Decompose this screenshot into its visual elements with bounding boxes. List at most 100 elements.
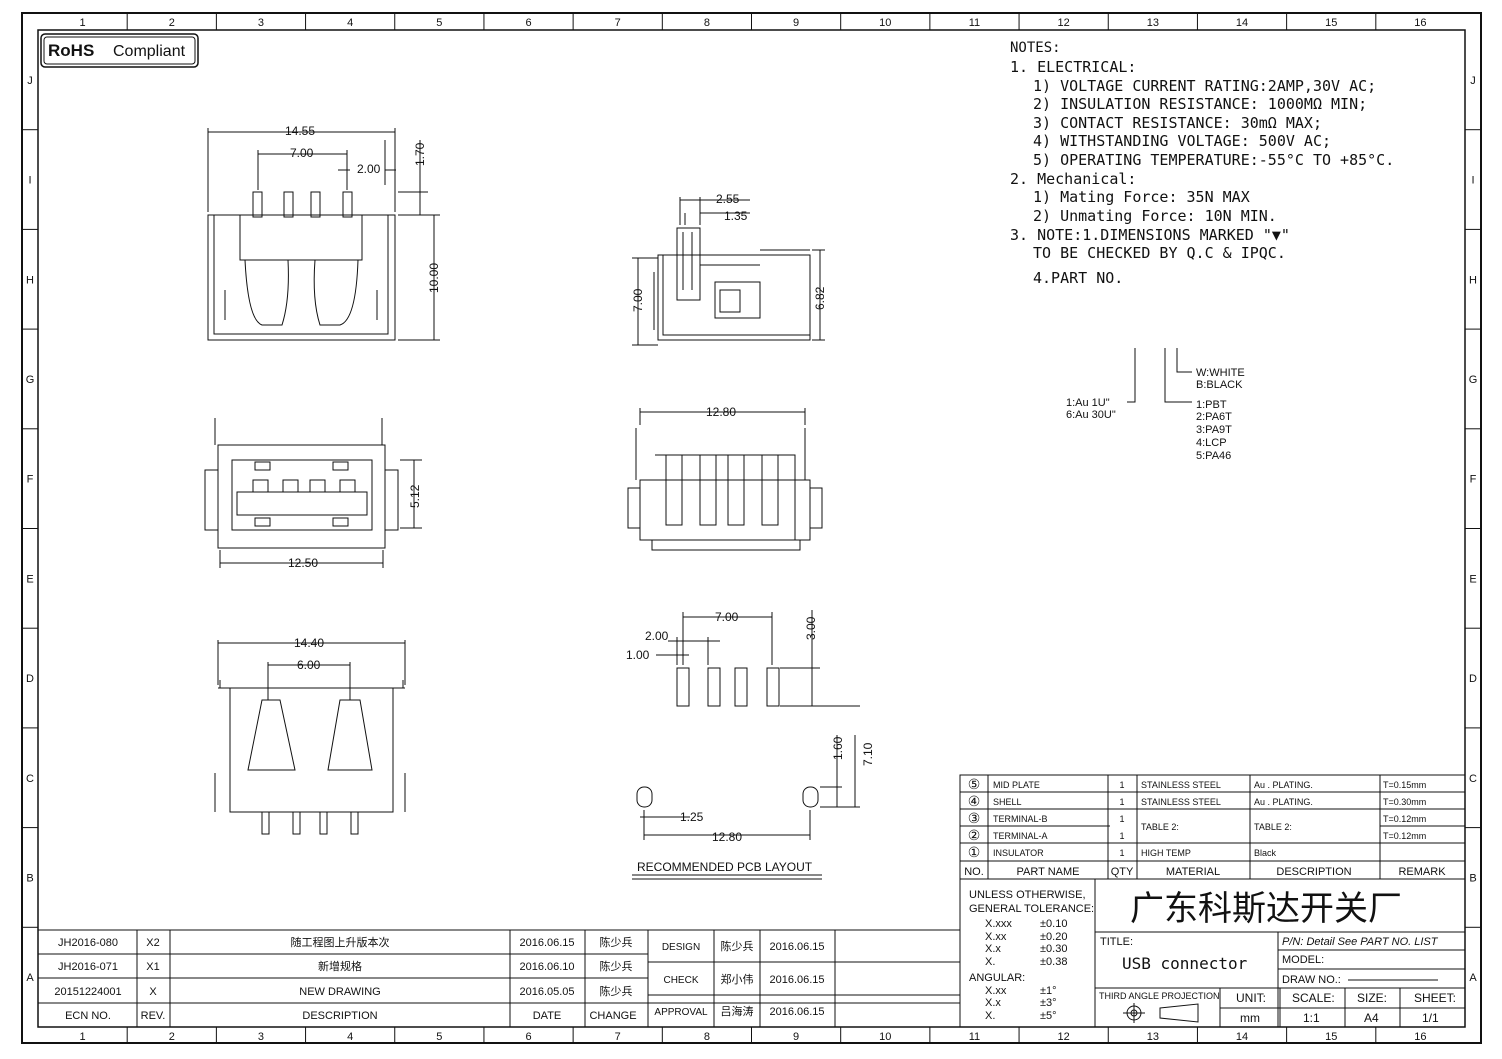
draw-no-label: DRAW NO.: [1282,974,1341,986]
frame-col-label: 11 [969,1031,980,1043]
material-option: 2:PA6T [1196,411,1232,423]
top-view: 14.55 7.00 2.00 1.70 10.00 [207,124,441,341]
frame-col-label: 2 [169,17,175,29]
dim-label: 12.80 [706,405,736,419]
frame-row-label: H [26,274,34,286]
frame-col-label: 4 [347,1031,353,1043]
part-number: P/N: Detail See PART NO. LIST [1282,936,1439,948]
rohs-bold: RoHS [48,41,94,60]
approval-date: 2016.06.15 [769,941,824,953]
approval-date: 2016.06.15 [769,974,824,986]
bom-remark: T=0.15mm [1383,780,1426,790]
dim-label: 6.00 [297,658,321,672]
frame-ticks [22,13,1481,1043]
frame-col-label: 16 [1414,1031,1426,1043]
dim-label: 1.35 [724,209,748,223]
material-option: 4:LCP [1196,437,1227,449]
model-label: MODEL: [1282,954,1324,966]
part-number-tree: 1:Au 1U" 6:Au 30U" W:WHITE B:BLACK 1:PBT… [1066,348,1245,462]
frame-col-label: 12 [1058,1031,1070,1043]
bom-qty: 1 [1119,797,1124,807]
tolerance-value: ±1° [1040,985,1057,997]
frame-col-label: 15 [1325,1031,1337,1043]
material-option: 5:PA46 [1196,450,1231,462]
bom-description: Au . PLATING. [1254,797,1313,807]
bom-part-name: MID PLATE [993,780,1040,790]
bom-header: REMARK [1398,866,1446,878]
bom-header: QTY [1111,866,1134,878]
revision-rev: X1 [146,961,159,973]
bom-remark: T=0.30mm [1383,797,1426,807]
front-view: 5.12 12.50 [204,418,422,570]
frame-col-label: 13 [1147,17,1159,29]
tolerance-key: X.x [985,997,1001,1009]
scale-label: SCALE: [1292,991,1335,1005]
tolerance-title: GENERAL TOLERANCE: [969,903,1094,915]
bom-part-name: SHELL [993,797,1022,807]
bom-no: ③ [968,810,981,826]
tolerance-value: ±0.20 [1040,931,1067,943]
dim-label: 1.25 [680,810,704,824]
approval-label: CHECK [663,975,698,986]
bom-header: DESCRIPTION [1276,866,1351,878]
tolerance-value: ±0.38 [1040,956,1067,968]
frame-col-label: 8 [704,1031,710,1043]
frame-col-label: 6 [525,17,531,29]
revision-date: 2016.06.15 [519,937,574,949]
company-name: 广东科斯达开关厂 [1130,889,1402,929]
bom-description: Black [1254,848,1277,858]
tolerance-value: ±5° [1040,1010,1057,1022]
sheet-label: SHEET: [1414,991,1456,1005]
frame-row-label: F [1470,474,1477,486]
tolerance-key: X. [985,1010,995,1022]
frame-row-label: G [1469,374,1478,386]
frame-col-label: 9 [793,1031,799,1043]
frame-col-label: 10 [879,17,891,29]
bom-description: TABLE 2: [1254,822,1292,832]
revision-ecn: 20151224001 [54,986,121,998]
notes-block: NOTES: 1. ELECTRICAL: 1) VOLTAGE CURRENT… [1010,40,1394,287]
frame-row-label: F [27,474,34,486]
frame-col-label: 13 [1147,1031,1159,1043]
frame-col-label: 1 [80,1031,86,1043]
frame-col-label: 2 [169,1031,175,1043]
approval-name: 吕海涛 [721,1004,754,1018]
note-line: TO BE CHECKED BY Q.C & IPQC. [1033,244,1286,262]
frame-col-label: 12 [1058,17,1070,29]
tolerance-value: ±0.30 [1040,943,1067,955]
approval-date: 2016.06.15 [769,1006,824,1018]
revision-change: 陈少兵 [600,984,633,998]
tolerance-title: UNLESS OTHERWISE, [969,889,1086,901]
tolerance-key: X.xxx [985,918,1012,930]
note-line: 2) INSULATION RESISTANCE: 1000MΩ MIN; [1033,95,1367,113]
tolerance-key: X. [985,956,995,968]
note-line: 2. Mechanical: [1010,170,1136,188]
title-label: TITLE: [1100,936,1133,948]
bom-material: HIGH TEMP [1141,848,1191,858]
tolerance-value: ±0.10 [1040,918,1067,930]
frame-col-label: 9 [793,17,799,29]
rohs-badge: RoHS Compliant [40,33,199,68]
revision-header: DESCRIPTION [302,1010,377,1022]
dim-label: 3.00 [804,616,818,640]
notes-title: NOTES: [1010,40,1061,56]
bom-no: ④ [968,793,981,809]
revision-block [37,929,961,1028]
note-line: 1. ELECTRICAL: [1010,58,1136,76]
bom-qty: 1 [1119,780,1124,790]
size-value: A4 [1364,1011,1379,1025]
frame-row-label: C [1469,773,1477,785]
tolerance-block: UNLESS OTHERWISE, GENERAL TOLERANCE: X.x… [969,889,1094,1022]
frame-row-label: H [1469,274,1477,286]
frame-row-label: C [26,773,34,785]
frame-col-label: 14 [1236,1031,1248,1043]
dim-label: 7.10 [861,742,875,766]
frame-col-label: 16 [1414,17,1426,29]
dim-label: 1.60 [831,736,845,760]
dim-label: 2.55 [716,192,740,206]
bom-header: PART NAME [1017,866,1080,878]
bom-remark: T=0.12mm [1383,814,1426,824]
drawing-title: USB connector [1122,954,1248,973]
bom-qty: 1 [1119,848,1124,858]
